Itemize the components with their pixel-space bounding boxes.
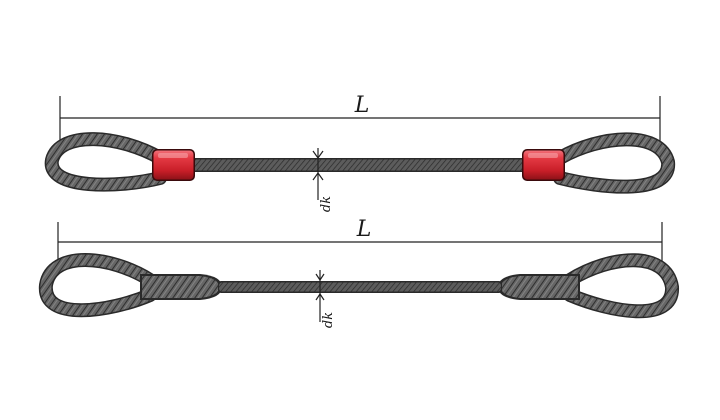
bottom-sling: L dk xyxy=(38,217,679,328)
top-diameter-marker: dk xyxy=(312,148,334,212)
bottom-diameter-label: dk xyxy=(321,312,336,328)
bottom-left-splice xyxy=(140,274,222,300)
bottom-length-dimension: L xyxy=(57,217,663,268)
bottom-length-label: L xyxy=(356,217,372,242)
bottom-right-splice xyxy=(498,274,580,300)
top-left-eye xyxy=(44,132,167,192)
top-length-dimension: L xyxy=(59,93,661,145)
bottom-rope-body xyxy=(218,281,502,293)
bottom-left-eye xyxy=(38,253,157,318)
top-length-label: L xyxy=(354,93,370,118)
top-rope-body xyxy=(190,158,530,172)
top-right-eye xyxy=(553,132,676,194)
top-sling: L xyxy=(44,93,676,212)
bottom-right-eye xyxy=(563,253,679,319)
top-right-ferrule xyxy=(522,149,565,181)
top-left-ferrule xyxy=(152,149,195,181)
top-diameter-label: dk xyxy=(319,196,334,212)
bottom-diameter-marker: dk xyxy=(315,270,336,328)
